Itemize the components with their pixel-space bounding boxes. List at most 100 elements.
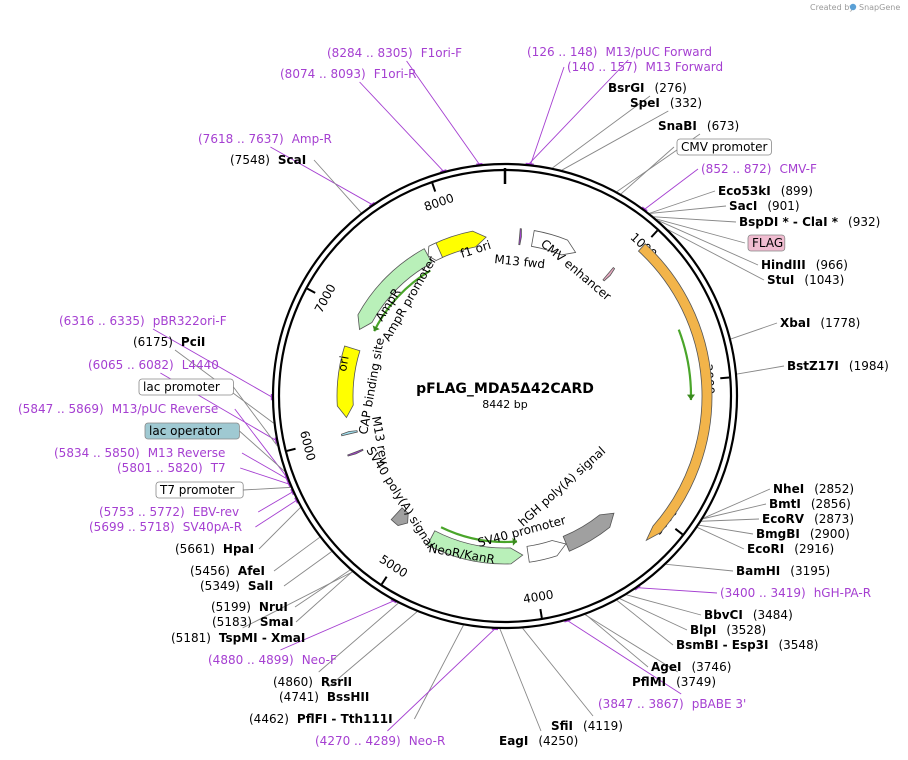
primer-text: (4880 .. 4899)Neo-F (208, 653, 337, 667)
tick-label: 8000 (422, 191, 455, 214)
feature-f1-ori[interactable] (431, 230, 487, 260)
feature-flag[interactable] (602, 266, 616, 282)
label-hpai[interactable]: (5661)HpaI (175, 542, 254, 556)
feature-sv40-promoter[interactable] (526, 540, 567, 563)
feature-hgh-poly-a-signal[interactable] (562, 512, 615, 552)
feature-sv40-poly-a-signal[interactable] (390, 507, 409, 526)
feature-ori[interactable] (336, 345, 361, 419)
primer-name: EBV-rev (193, 505, 239, 519)
enzyme-position: (2916) (794, 542, 834, 556)
label-bbvci[interactable]: BbvCI(3484) (704, 608, 793, 622)
label-rsrii[interactable]: (4860)RsrII (273, 675, 352, 689)
label-amp-r[interactable]: (7618 .. 7637)Amp-R (198, 132, 332, 146)
label-bmgbi[interactable]: BmgBI(2900) (756, 527, 850, 541)
label-pflfi-tth111i[interactable]: (4462)PflFI - Tth111I (249, 712, 393, 726)
primer-text: (852 .. 872)CMV-F (701, 162, 817, 176)
tick-mark (380, 576, 388, 585)
label-pbabe-3[interactable]: (3847 .. 3867)pBABE 3' (598, 697, 746, 711)
label-ecorv[interactable]: EcoRV(2873) (762, 512, 854, 526)
leader-line (240, 467, 290, 485)
primer-name: Amp-R (292, 132, 332, 146)
label-afei[interactable]: (5456)AfeI (190, 564, 265, 578)
label-nrui[interactable]: (5199)NruI (211, 600, 288, 614)
feature-neor-kanr[interactable] (426, 530, 524, 565)
label-f1ori-r[interactable]: (8074 .. 8093)F1ori-R (280, 67, 417, 81)
label-m13-puc-forward[interactable]: (126 .. 148)M13/pUC Forward (527, 45, 712, 59)
feature-cmv-enhancer[interactable] (530, 230, 577, 256)
label-saci[interactable]: SacI(901) (729, 199, 800, 213)
enzyme-position: (276) (655, 81, 687, 95)
label-sali[interactable]: (5349)SalI (200, 579, 273, 593)
primer-range: (140 .. 157) (567, 60, 637, 74)
label-spei[interactable]: SpeI(332) (630, 96, 702, 110)
label-m13-forward[interactable]: (140 .. 157)M13 Forward (567, 60, 723, 74)
label-xbai[interactable]: XbaI(1778) (780, 316, 860, 330)
label-m13-puc-reverse[interactable]: (5847 .. 5869)M13/pUC Reverse (18, 402, 218, 416)
leader-line (294, 569, 351, 608)
primer-text: (8074 .. 8093)F1ori-R (280, 67, 417, 81)
label-ecori[interactable]: EcoRI(2916) (747, 542, 834, 556)
label-neo-r[interactable]: (4270 .. 4289)Neo-R (315, 734, 445, 748)
primer-range: (4880 .. 4899) (208, 653, 294, 667)
feature-m13-fwd[interactable] (518, 228, 522, 246)
label-eco53ki[interactable]: Eco53kI(899) (718, 184, 813, 198)
label-bmti[interactable]: BmtI(2856) (769, 497, 851, 511)
primer-range: (3400 .. 3419) (720, 586, 806, 600)
label-cmv-f[interactable]: (852 .. 872)CMV-F (701, 162, 817, 176)
label-blpi[interactable]: BlpI(3528) (690, 623, 766, 637)
label-t7-promoter[interactable]: T7 promoter (155, 481, 244, 499)
label-stui[interactable]: StuI(1043) (767, 273, 844, 287)
leader-line (666, 563, 734, 572)
primer-name: pBR322ori-F (153, 314, 227, 328)
label-t7[interactable]: (5801 .. 5820)T7 (117, 461, 226, 475)
enzyme-position: (3195) (790, 564, 830, 578)
enzyme-text: SnaBI(673) (658, 119, 739, 133)
label-scai[interactable]: (7548)ScaI (230, 153, 306, 167)
label-bspdi-clai[interactable]: BspDI * - ClaI *(932) (739, 215, 880, 229)
label-smai[interactable]: (5183)SmaI (212, 615, 294, 629)
feature-cap-binding-site[interactable] (340, 430, 358, 437)
label-neo-f[interactable]: (4880 .. 4899)Neo-F (208, 653, 337, 667)
feature-mda5-42card[interactable] (637, 243, 713, 542)
label-ebv-rev[interactable]: (5753 .. 5772)EBV-rev (99, 505, 239, 519)
enzyme-text: (5349)SalI (200, 579, 273, 593)
label-sv40pa-r[interactable]: (5699 .. 5718)SV40pA-R (89, 520, 242, 534)
label-eagi[interactable]: EagI(4250) (499, 734, 578, 748)
enzyme-name: NruI (259, 600, 288, 614)
label-tspmi-xmai[interactable]: (5181)TspMI - XmaI (171, 631, 305, 645)
enzyme-name: AgeI (651, 660, 681, 674)
label-hgh-pa-r[interactable]: (3400 .. 3419)hGH-PA-R (720, 586, 871, 600)
label-lac-operator[interactable]: lac operator (144, 422, 240, 440)
label-m13-reverse[interactable]: (5834 .. 5850)M13 Reverse (54, 446, 225, 460)
label-bsmbi-esp3i[interactable]: BsmBI - Esp3I(3548) (676, 638, 818, 652)
label-pbr322ori-f[interactable]: (6316 .. 6335)pBR322ori-F (59, 314, 227, 328)
label-flag[interactable]: FLAG (747, 234, 786, 252)
leader-line (283, 551, 332, 587)
enzyme-text: Eco53kI(899) (718, 184, 813, 198)
label-nhei[interactable]: NheI(2852) (773, 482, 854, 496)
label-pflmi[interactable]: PflMI(3749) (632, 675, 716, 689)
feature-m13-rev[interactable] (347, 448, 364, 457)
label-l4440[interactable]: (6065 .. 6082)L4440 (88, 358, 219, 372)
primer-range: (852 .. 872) (701, 162, 771, 176)
label-f1ori-f[interactable]: (8284 .. 8305)F1ori-F (327, 46, 462, 60)
label-lac-promoter[interactable]: lac promoter (138, 378, 234, 396)
primer-name: M13 Reverse (148, 446, 226, 460)
leader-line (280, 600, 395, 651)
label-sfii[interactable]: SfiI(4119) (551, 719, 623, 733)
label-agei[interactable]: AgeI(3746) (651, 660, 731, 674)
label-bstz17i[interactable]: BstZ17I(1984) (787, 359, 889, 373)
label-cmv-promoter[interactable]: CMV promoter (676, 138, 772, 156)
label-hindiii[interactable]: HindIII(966) (761, 258, 848, 272)
label-snabi[interactable]: SnaBI(673) (658, 119, 739, 133)
label-pcii[interactable]: (6175)PciI (133, 335, 205, 349)
feature-ampr-promoter[interactable] (427, 242, 444, 261)
enzyme-text: (5181)TspMI - XmaI (171, 631, 305, 645)
leader-line (567, 620, 682, 695)
snapgene-logo-icon (849, 3, 857, 11)
enzyme-text: XbaI(1778) (780, 316, 860, 330)
label-bsrgi[interactable]: BsrGI(276) (608, 81, 687, 95)
enzyme-text: HindIII(966) (761, 258, 848, 272)
label-bamhi[interactable]: BamHI(3195) (736, 564, 830, 578)
label-bsshii[interactable]: (4741)BssHII (279, 690, 369, 704)
